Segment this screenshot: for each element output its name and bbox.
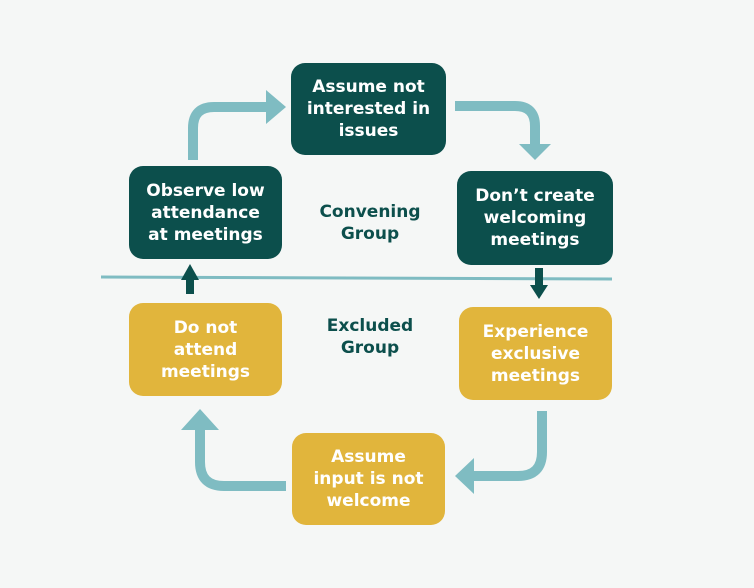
arrow-observe-to-assume-head [266, 90, 286, 124]
excluded-group-label: Excluded Group [326, 316, 414, 358]
box-assume-not-interested: Assume not interested in issues [291, 63, 446, 155]
arrow-experience-to-assumeinput [470, 411, 547, 481]
arrow-donotattend-to-observe-head [181, 264, 199, 280]
box-experience-exclusive: Experience exclusive meetings [459, 307, 612, 400]
arrow-dontcreate-to-experience [535, 268, 543, 286]
arrow-assume-to-dontcreate-head [519, 144, 551, 160]
arrow-assumeinput-to-donotattend [195, 428, 286, 491]
arrow-assumeinput-to-donotattend-head [181, 409, 219, 430]
arrow-observe-to-assume [188, 102, 268, 160]
box-dont-create-welcoming: Don’t create welcoming meetings [457, 171, 613, 265]
arrow-donotattend-to-observe [186, 278, 194, 294]
box-assume-input-not-welcome: Assume input is not welcome [292, 433, 445, 525]
arrow-experience-to-assumeinput-head [455, 458, 474, 494]
box-observe-low-attendance: Observe low attendance at meetings [129, 166, 282, 259]
box-do-not-attend: Do not attend meetings [129, 303, 282, 396]
arrow-assume-to-dontcreate [455, 101, 540, 146]
arrow-dontcreate-to-experience-head [530, 285, 548, 299]
convening-group-label: Convening Group [319, 202, 421, 244]
